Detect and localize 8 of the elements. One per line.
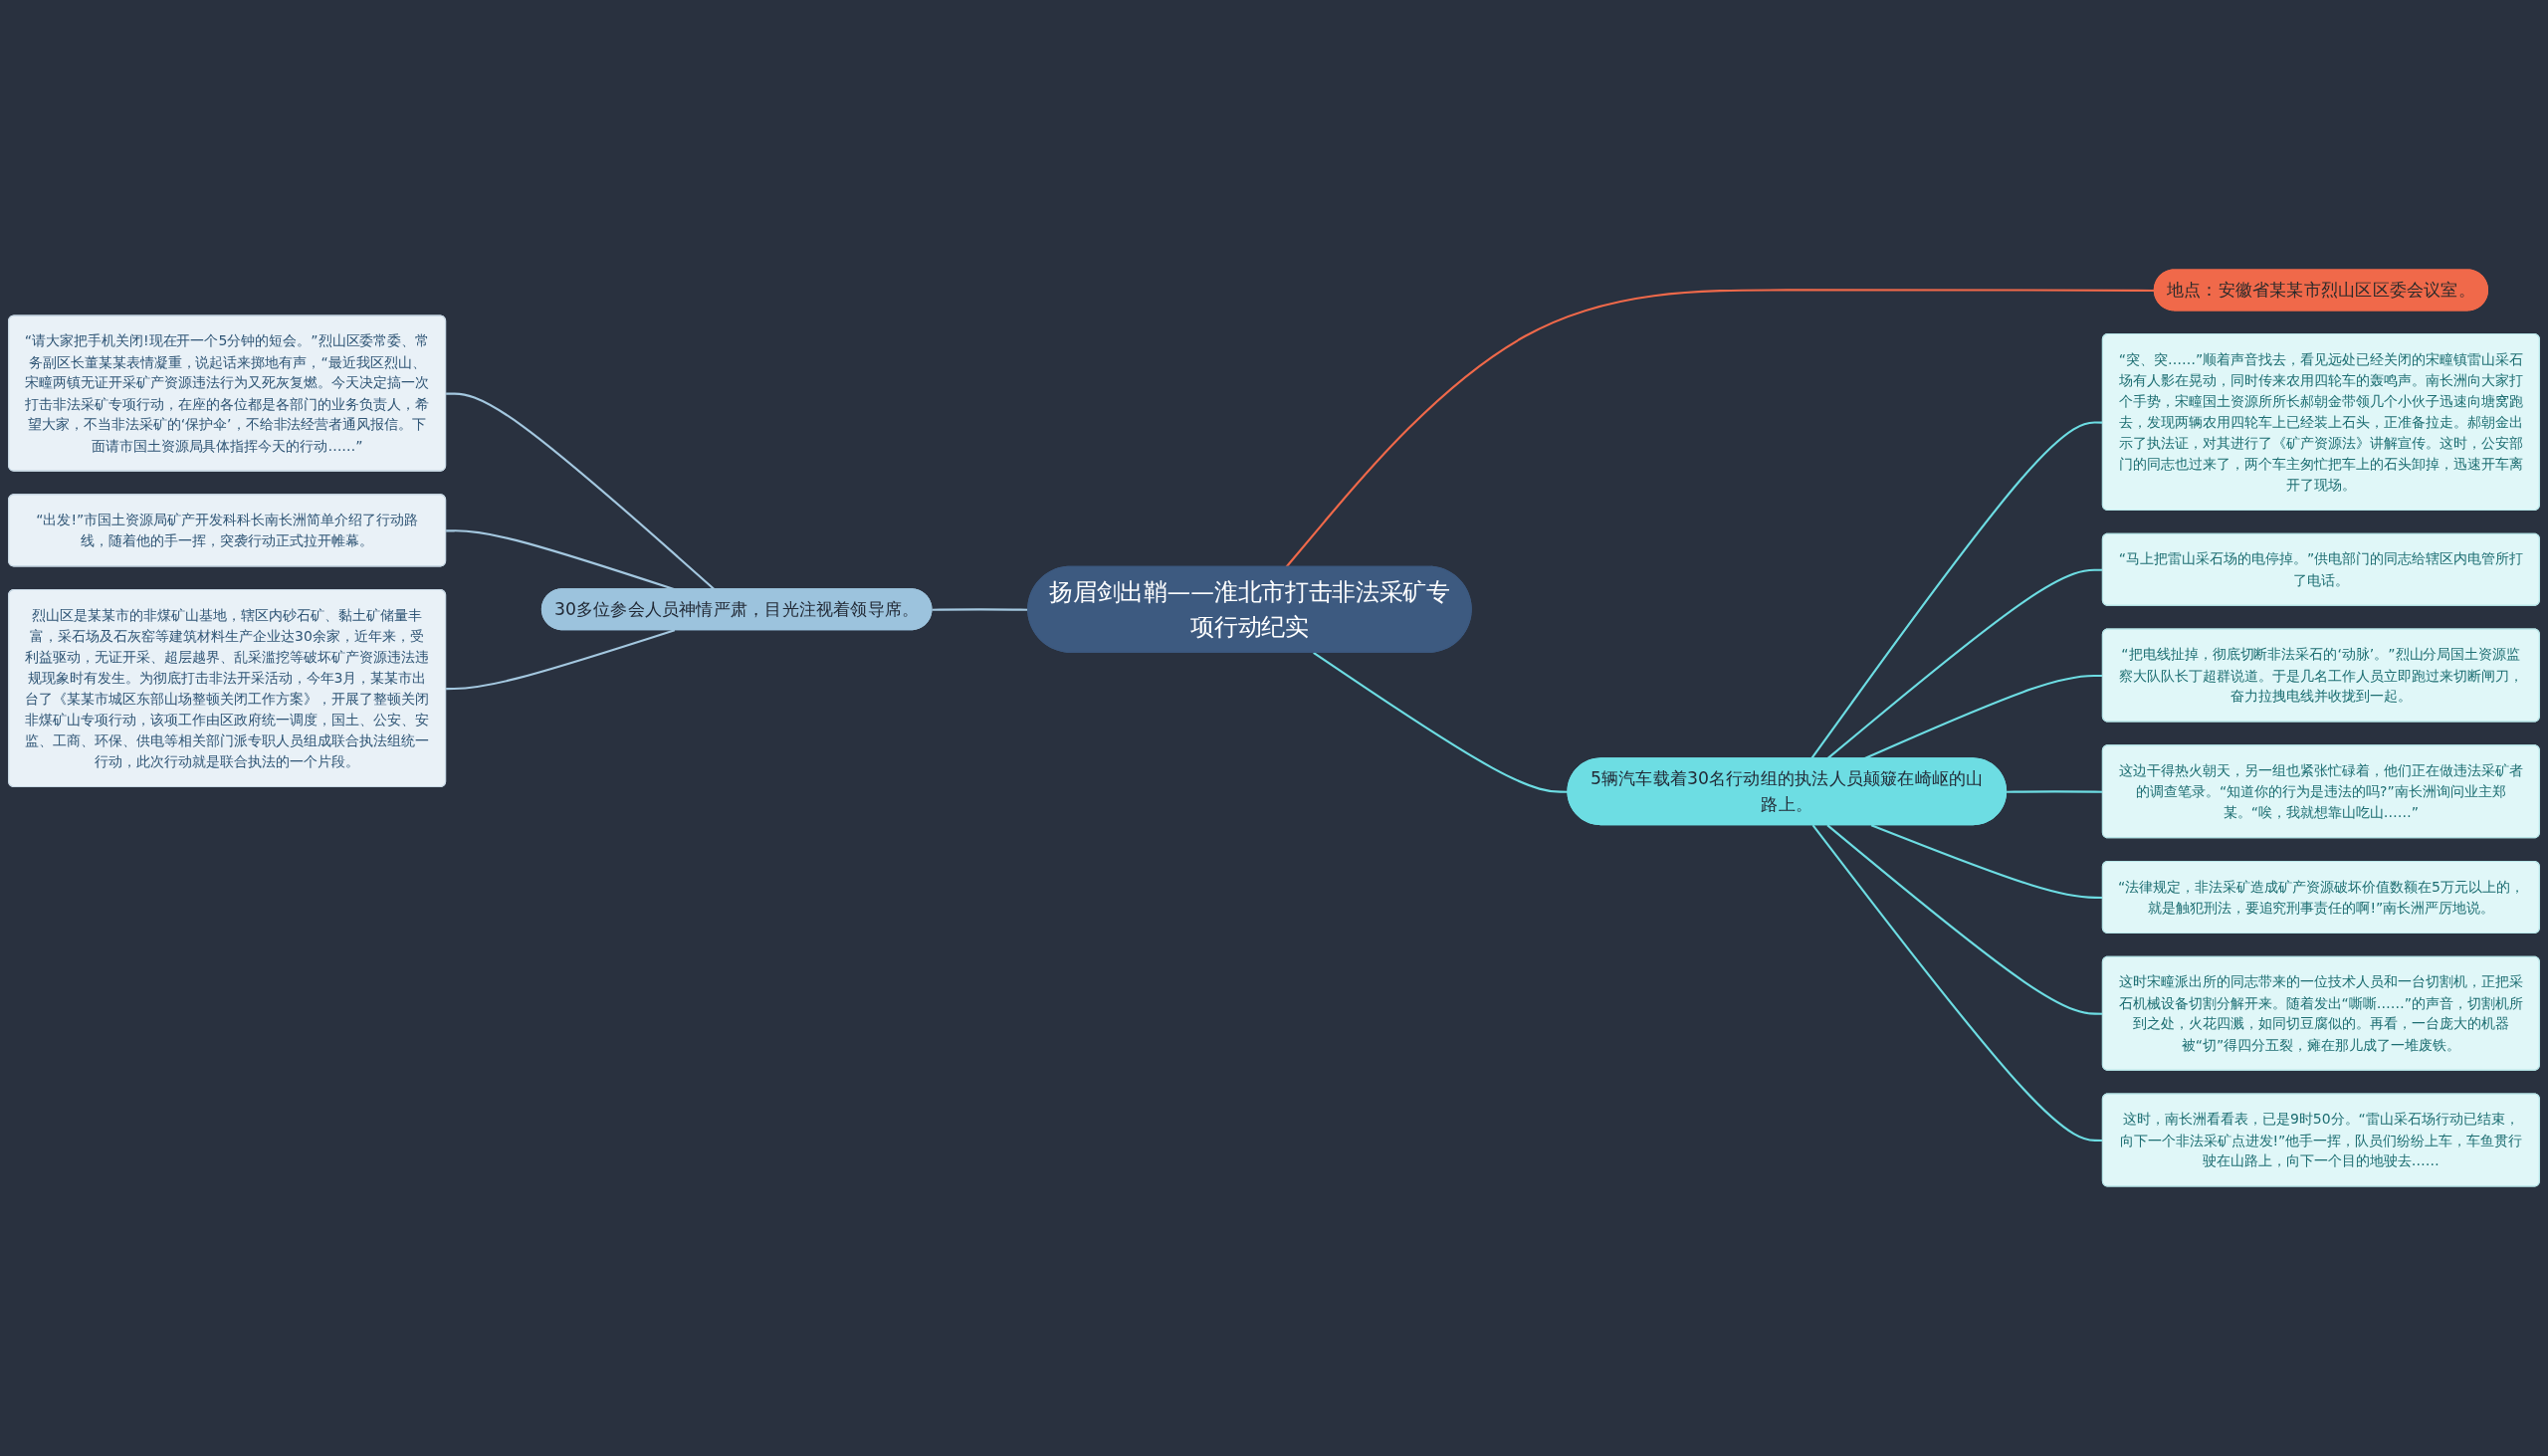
- connector: [1285, 289, 2155, 568]
- connector: [1826, 824, 2103, 1015]
- connector: [932, 608, 1029, 611]
- connector: [1811, 824, 2103, 1143]
- connector: [446, 629, 676, 691]
- connector: [1870, 824, 2103, 900]
- connector: [1313, 651, 1569, 793]
- connector: [2007, 790, 2103, 793]
